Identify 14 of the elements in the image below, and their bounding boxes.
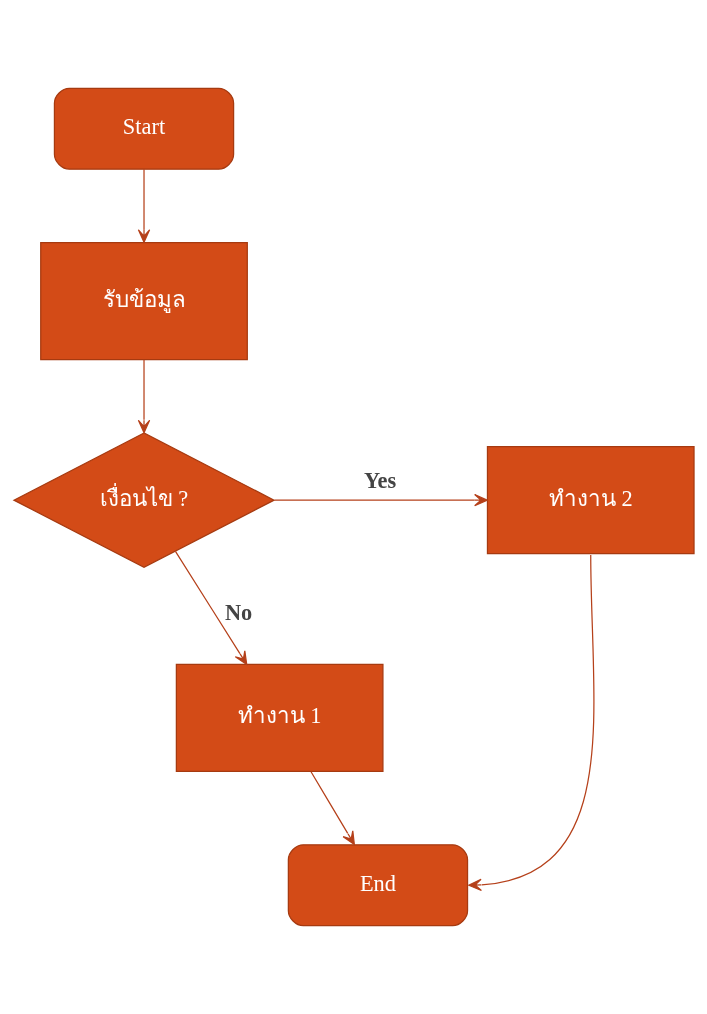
arrow (309, 771, 355, 846)
node-box: Start (53, 87, 234, 170)
node-box: ทำงาน 2 (486, 446, 695, 555)
arrow (174, 550, 247, 665)
node-box: ทำงาน 1 (175, 663, 384, 773)
arrow (137, 359, 150, 434)
arrow (467, 554, 595, 892)
arrow (273, 493, 488, 507)
edge-label: No (224, 600, 252, 626)
node-diamond: เงื่อนไข ? (12, 432, 275, 569)
arrow (137, 168, 150, 243)
node-box: รับข้อมูล (39, 241, 248, 361)
edge-label: Yes (363, 468, 396, 494)
node-box: End (287, 844, 468, 927)
